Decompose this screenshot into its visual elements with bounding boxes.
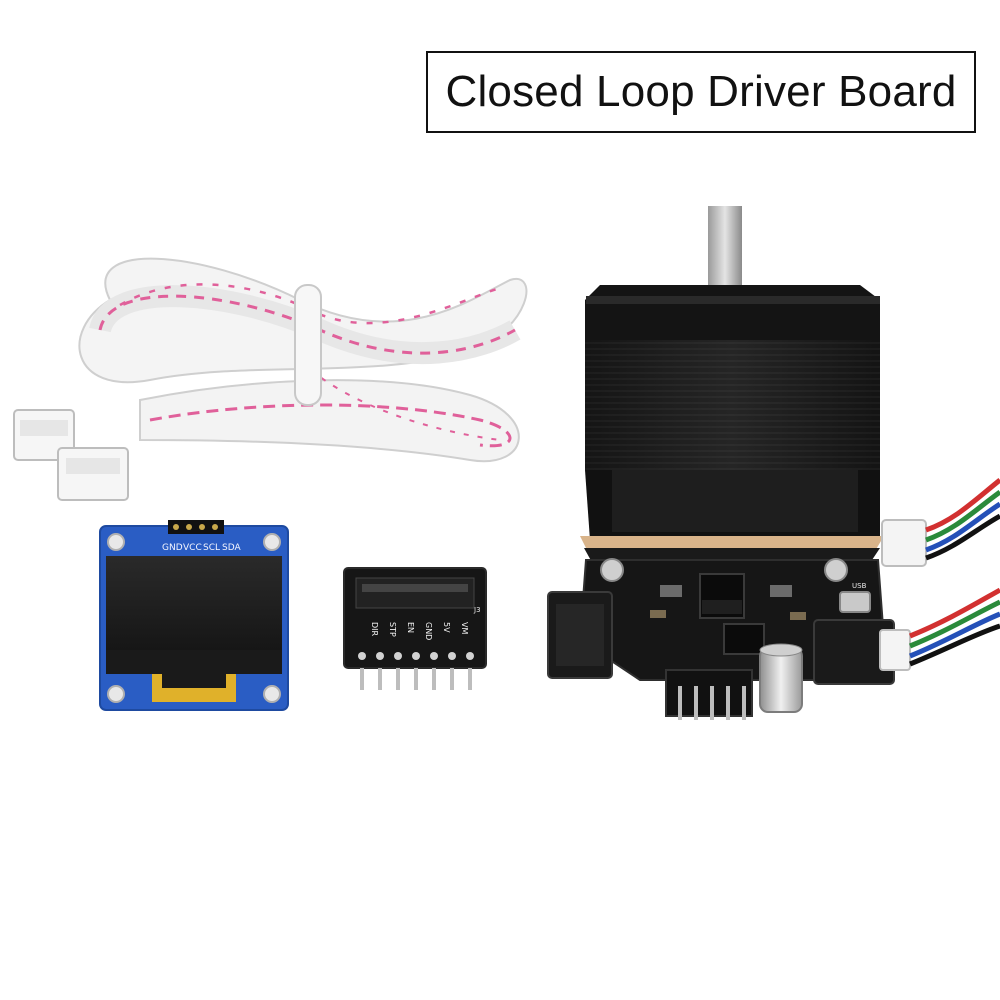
oled-header bbox=[168, 520, 224, 534]
usb-port bbox=[839, 591, 871, 613]
adapter-pin-gnd: GND bbox=[424, 622, 433, 640]
oled-pin-vcc: VCC bbox=[183, 543, 202, 553]
adapter-pin-dir: DIR bbox=[370, 622, 379, 637]
adapter-board: J3 DIR STP EN GND 5V VM bbox=[343, 567, 487, 690]
oled-pin-scl: SCL bbox=[203, 543, 220, 553]
cable-connector-right bbox=[57, 447, 129, 501]
adapter-pins bbox=[360, 668, 472, 690]
adapter-pin-labels: DIR STP EN GND 5V VM bbox=[370, 622, 469, 640]
driver-ic-chip bbox=[723, 623, 765, 655]
adapter-pin-5v: 5V bbox=[442, 622, 451, 633]
oled-pin-sda: SDA bbox=[222, 543, 241, 553]
cable-connector-left bbox=[13, 409, 75, 461]
driver-board: USB bbox=[547, 558, 1000, 720]
stepper-motor bbox=[580, 206, 1000, 567]
adapter-solder-pads bbox=[358, 652, 474, 660]
adapter-pin-vm: VM bbox=[460, 622, 469, 634]
motor-shaft bbox=[708, 206, 742, 290]
ribbon-cable bbox=[13, 257, 528, 501]
usb-port-label: USB bbox=[852, 582, 867, 590]
adapter-header-label: J3 bbox=[473, 606, 481, 614]
adapter-pin-stp: STP bbox=[388, 622, 397, 637]
title-frame: Closed Loop Driver Board bbox=[426, 51, 976, 133]
capacitor bbox=[759, 647, 803, 713]
oled-pin-gnd: GND bbox=[162, 543, 183, 553]
adapter-pin-en: EN bbox=[406, 622, 415, 633]
oled-display-module: GND VCC SCL SDA bbox=[99, 520, 289, 711]
product-title: Closed Loop Driver Board bbox=[445, 67, 957, 116]
